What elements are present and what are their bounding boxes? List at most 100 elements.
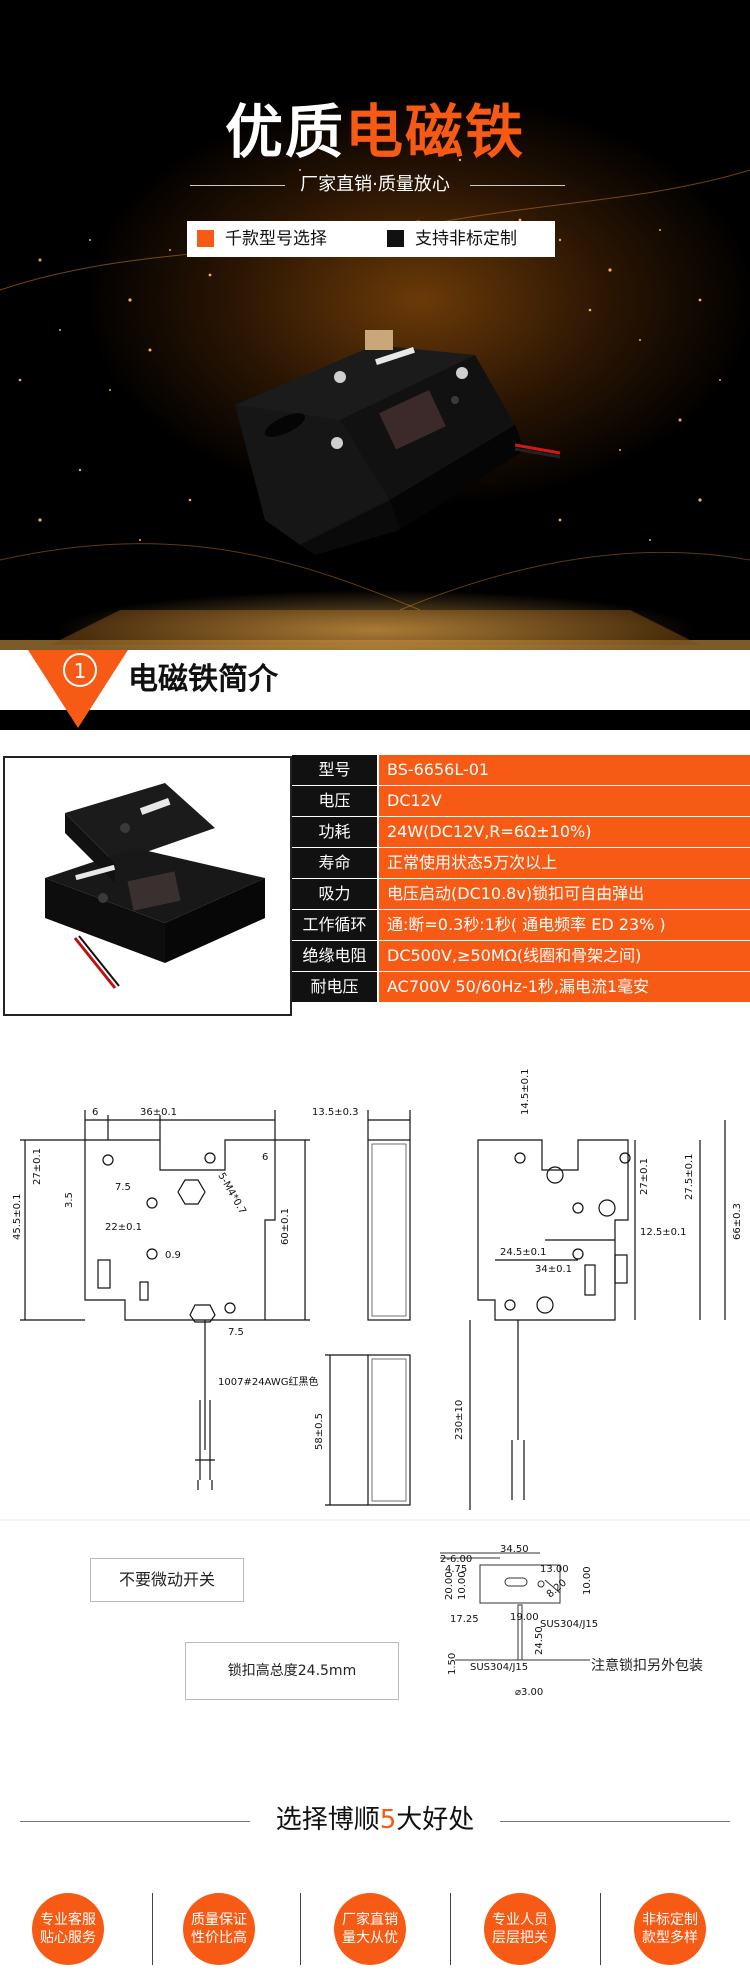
benefit-line2: 层层把关 <box>492 1930 548 1946</box>
spec-value: 通:断=0.3秒:1秒( 通电频率 ED 23% ) <box>379 910 750 940</box>
dim-label: 24.5±0.1 <box>500 1247 547 1258</box>
spec-key: 功耗 <box>292 817 377 847</box>
product-photo-illustration <box>45 783 265 989</box>
dim-label: 24.50 <box>534 1626 545 1655</box>
spec-key: 寿命 <box>292 848 377 878</box>
spec-value: DC12V <box>379 786 750 816</box>
dim-label: 0.9 <box>165 1250 181 1261</box>
dim-label: 1007#24AWG红黑色 <box>218 1375 318 1388</box>
spec-value: DC500V,≥50MΩ(线圈和骨架之间) <box>379 941 750 971</box>
benefit-item: 专业客服 贴心服务 <box>32 1893 104 1965</box>
spec-key: 电压 <box>292 786 377 816</box>
section-bar <box>0 650 750 710</box>
dim-label: 45.5±0.1 <box>12 1193 23 1240</box>
dim-label: SUS304/J15 <box>540 1619 598 1630</box>
orange-square-icon <box>197 230 214 247</box>
benefit-line2: 贴心服务 <box>40 1930 96 1946</box>
benefit-item: 厂家直销 量大从优 <box>334 1893 406 1965</box>
benefits-title: 选择博顺5大好处 <box>0 1800 750 1840</box>
dim-label: 20.00 <box>444 1571 455 1600</box>
spec-value: AC700V 50/60Hz-1秒,漏电流1毫安 <box>379 972 750 1002</box>
dim-label: 58±0.5 <box>314 1413 325 1450</box>
benefit-line2: 性价比高 <box>191 1930 247 1946</box>
dim-label: 22±0.1 <box>105 1222 142 1233</box>
dim-label: 14.5±0.1 <box>520 1068 531 1115</box>
hero-banner: 优质电磁铁 厂家直销·质量放心 千款型号选择 支持非标定制 <box>0 0 750 730</box>
dim-label: 12.5±0.1 <box>640 1227 687 1238</box>
technical-drawing: 6 36±0.1 27±0.1 7.5 3.5 45.5±0.1 22±0.1 … <box>0 1068 750 1698</box>
benefit-line2: 量大从优 <box>342 1930 398 1946</box>
dim-label: 34.50 <box>500 1544 529 1555</box>
dim-label: 6 <box>92 1107 98 1118</box>
note-latch-package: 注意锁扣另外包装 <box>591 1658 703 1674</box>
dim-label: 3.5 <box>64 1192 75 1208</box>
section-number: 1 <box>74 659 87 683</box>
dim-label: 13.00 <box>540 1564 569 1575</box>
dimension-labels: 6 36±0.1 27±0.1 7.5 3.5 45.5±0.1 22±0.1 … <box>12 1068 743 1450</box>
spec-key: 耐电压 <box>292 972 377 1002</box>
benefit-line1: 专业人员 <box>492 1912 548 1928</box>
hero-subtitle: 厂家直销·质量放心 <box>300 174 450 195</box>
spec-product-photo <box>3 756 292 1016</box>
benefits-line-left <box>20 1821 250 1822</box>
dim-label: 6 <box>262 1152 268 1163</box>
spec-key: 型号 <box>292 755 377 785</box>
benefit-line1: 质量保证 <box>191 1912 247 1928</box>
dim-label: SUS304/J15 <box>470 1662 528 1673</box>
dim-label: 4.75 <box>445 1564 467 1575</box>
dim-label: 5-M4*0.7 <box>215 1171 247 1216</box>
benefit-item: 专业人员 层层把关 <box>484 1893 556 1965</box>
benefit-item: 质量保证 性价比高 <box>183 1893 255 1965</box>
hero-title-orange: 电磁铁 <box>345 98 526 166</box>
benefit-line1: 厂家直销 <box>342 1912 398 1928</box>
note-no-switch: 不要微动开关 <box>90 1558 244 1602</box>
spec-row: 吸力电压启动(DC10.8v)锁扣可自由弹出 <box>292 879 750 909</box>
spec-value: BS-6656L-01 <box>379 755 750 785</box>
hero-title: 优质电磁铁 <box>0 85 750 169</box>
latch-dimension-labels: 34.50 2-6.00 4.75 13.00 10.00 20.00 10.0… <box>440 1544 598 1698</box>
subtitle-line-right <box>470 185 565 186</box>
product-image <box>235 330 561 555</box>
dim-label: 66±0.3 <box>732 1203 743 1240</box>
spec-value: 电压启动(DC10.8v)锁扣可自由弹出 <box>379 879 750 909</box>
spec-key: 工作循环 <box>292 910 377 940</box>
dim-label: 34±0.1 <box>535 1264 572 1275</box>
dim-label: 27.5±0.1 <box>684 1153 695 1200</box>
hero-title-white: 优质 <box>224 98 345 166</box>
spec-row: 寿命正常使用状态5万次以上 <box>292 848 750 878</box>
dim-label: 230±10 <box>454 1400 465 1440</box>
subtitle-line-left <box>190 185 285 186</box>
dim-label: ⌀3.00 <box>515 1687 543 1698</box>
dim-label: 13.5±0.3 <box>312 1107 359 1118</box>
section-number-badge: 1 <box>28 650 128 728</box>
dim-label: 10.00 <box>457 1571 468 1600</box>
dim-label: 36±0.1 <box>140 1107 177 1118</box>
hero-subtitle-row: 厂家直销·质量放心 <box>0 170 750 200</box>
spec-row: 工作循环通:断=0.3秒:1秒( 通电频率 ED 23% ) <box>292 910 750 940</box>
dim-label: 10.00 <box>582 1566 593 1595</box>
feature-1: 千款型号选择 <box>225 229 327 249</box>
benefit-divider <box>450 1893 451 1965</box>
dim-label: 17.25 <box>450 1614 479 1625</box>
spec-value: 正常使用状态5万次以上 <box>379 848 750 878</box>
benefits-title-pre: 选择博顺 <box>275 1805 380 1835</box>
benefit-item: 非标定制 款型多样 <box>634 1893 706 1965</box>
dim-label: 1.50 <box>447 1653 458 1675</box>
benefits-title-number: 5 <box>379 1805 397 1835</box>
dim-label: 8.20 <box>545 1578 569 1601</box>
benefits-line-right <box>500 1821 730 1822</box>
spec-key: 吸力 <box>292 879 377 909</box>
benefit-divider <box>152 1893 153 1965</box>
feature-box: 千款型号选择 支持非标定制 <box>187 221 555 257</box>
spec-key: 绝缘电阻 <box>292 941 377 971</box>
dim-label: 2-6.00 <box>440 1554 472 1565</box>
dim-label: 27±0.1 <box>639 1158 650 1195</box>
spec-value: 24W(DC12V,R=6Ω±10%) <box>379 817 750 847</box>
benefit-divider <box>300 1893 301 1965</box>
